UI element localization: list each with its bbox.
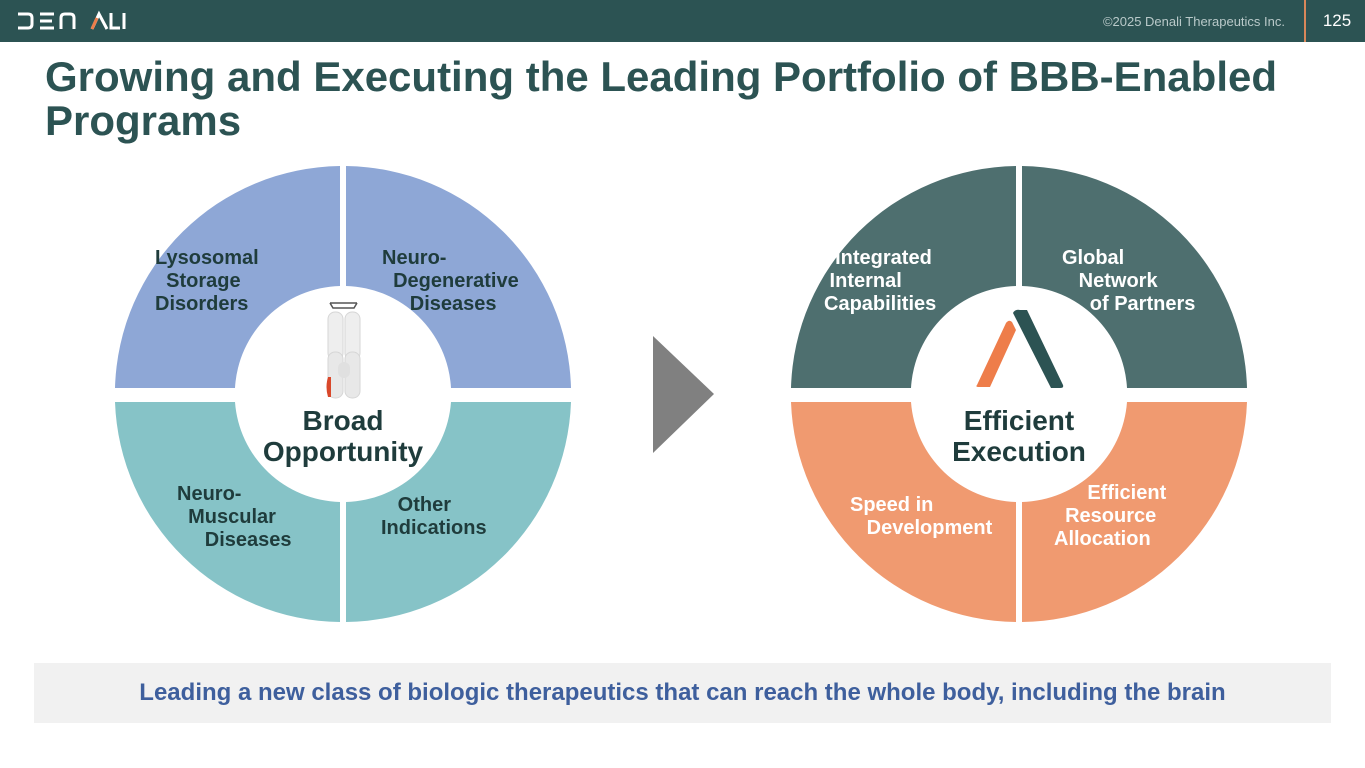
right-center-line1: Efficient [963,405,1075,436]
right-center-line2: Execution [952,436,1086,467]
left-wheel [115,166,571,622]
left-segment-bottom-right [346,402,571,622]
left-segment-bottom-left [115,402,340,622]
label-efficient-resource-allocation: Efficient Resource Allocation [1054,482,1167,550]
label-neuromuscular-diseases: Neuro- Muscular Diseases [177,483,292,551]
denali-logo [18,10,126,30]
right-segment-top-right [1022,166,1247,388]
header-bar: ©2025 Denali Therapeutics Inc. 125 [0,0,1365,42]
left-segment-top-left [115,166,340,388]
right-wheel [791,166,1247,622]
diagram-canvas [115,166,1247,622]
page-number: 125 [1322,11,1352,30]
left-center-line1: Broad [302,405,384,436]
label-speed-in-development: Speed in Development [850,494,993,539]
right-segment-bottom-left [791,402,1016,622]
label-other-indications: Other Indications [381,494,487,539]
denali-mark-icon [976,309,1064,388]
left-segment-top-right [346,166,571,388]
label-neurodegenerative-diseases: Neuro- Degenerative Diseases [382,247,519,315]
arrow-icon [653,336,714,453]
tagline-text: Leading a new class of biologic therapeu… [139,679,1226,706]
right-segment-bottom-right [1022,402,1247,622]
label-lysosomal-storage-disorders: Lysosomal Storage Disorders [155,247,259,315]
header-divider [1304,0,1306,42]
page-title: Growing and Executing the Leading Portfo… [45,53,1278,144]
right-center-label: Efficient Execution [919,405,1119,467]
tagline-banner: Leading a new class of biologic therapeu… [34,663,1331,723]
right-segment-top-left [791,166,1016,388]
label-global-network-of-partners: Global Network of Partners [1062,247,1196,315]
left-center-label: Broad Opportunity [243,405,443,467]
label-integrated-internal-capabilities: Integrated Internal Capabilities [824,247,937,315]
copyright-text: ©2025 Denali Therapeutics Inc. [1102,14,1285,29]
antibody-icon [326,302,361,399]
left-center-line2: Opportunity [262,436,424,467]
